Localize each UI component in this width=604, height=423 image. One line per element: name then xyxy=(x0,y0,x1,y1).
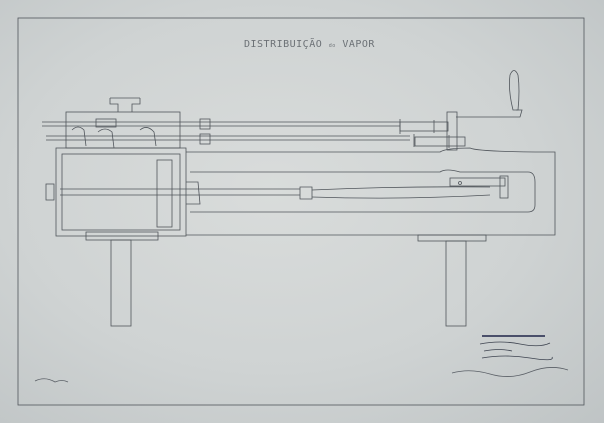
drawing-title: DISTRIBUIÇÃO do VAPOR xyxy=(244,39,375,50)
valve-rods xyxy=(42,111,466,151)
title-word-1: DISTRIBUIÇÃO xyxy=(244,39,323,50)
title-stamp xyxy=(451,335,569,377)
cylinder xyxy=(45,147,300,241)
title-joiner: do xyxy=(328,43,336,49)
steam-chest xyxy=(65,97,181,149)
crank-handle xyxy=(456,70,523,118)
connecting-rod xyxy=(299,175,509,200)
scale-note xyxy=(34,378,69,383)
engine-bed xyxy=(186,147,556,242)
title-word-2: VAPOR xyxy=(342,39,375,50)
support-legs xyxy=(110,239,467,327)
sheet-border xyxy=(17,17,585,406)
